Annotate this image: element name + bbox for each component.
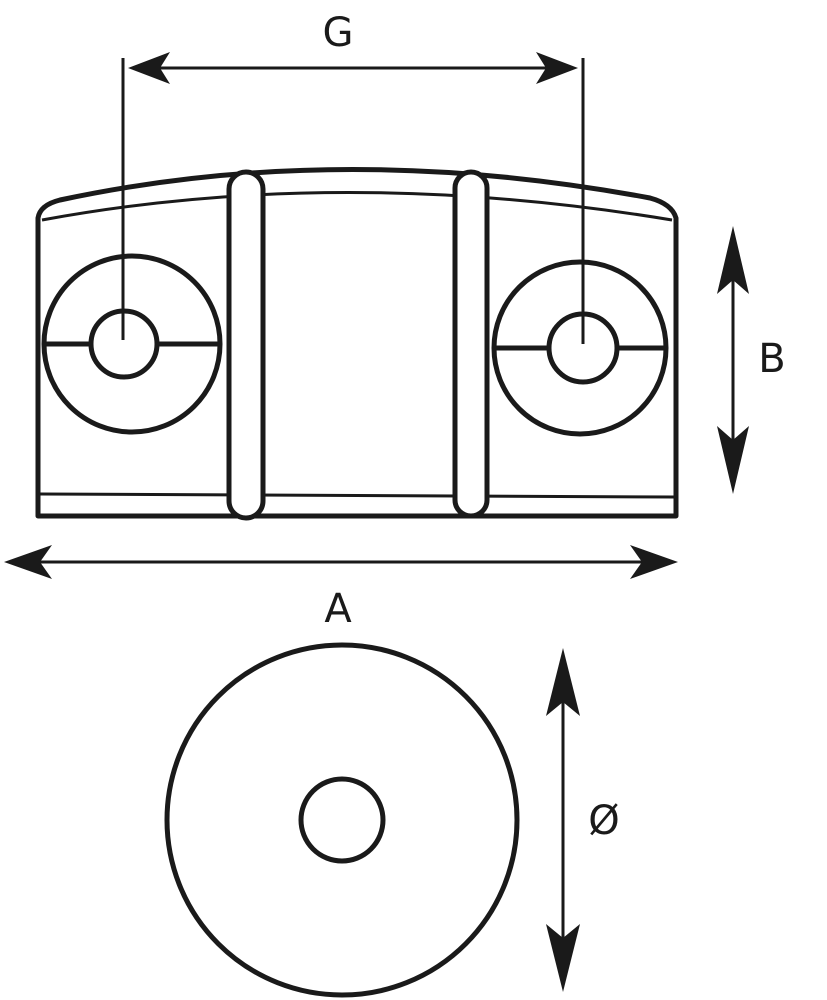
center-hole (298, 776, 386, 864)
label-g: G (323, 10, 354, 56)
slot-right (452, 169, 490, 519)
body-outline (35, 167, 679, 519)
part-side-view (35, 167, 679, 521)
arrowhead-left (4, 545, 52, 579)
arrowhead-top (546, 648, 580, 716)
arrowhead-top (717, 226, 749, 294)
top-chamfer-line (41, 191, 673, 222)
base-line (39, 492, 675, 499)
arrowhead-right (536, 52, 578, 84)
dimension-a: A (4, 545, 678, 632)
dimension-diameter: Ø (546, 648, 620, 992)
label-a: A (324, 586, 352, 632)
arrowhead-left (128, 52, 170, 84)
label-b: B (758, 336, 785, 382)
arrowhead-bottom (546, 924, 580, 992)
dimension-g: G (121, 10, 585, 340)
slot-left (226, 169, 266, 521)
dimension-b: B (717, 226, 786, 494)
arrowhead-bottom (717, 426, 749, 494)
outer-circle (164, 642, 520, 998)
part-top-view (164, 642, 520, 998)
label-diameter: Ø (588, 798, 619, 844)
arrowhead-right (630, 545, 678, 579)
